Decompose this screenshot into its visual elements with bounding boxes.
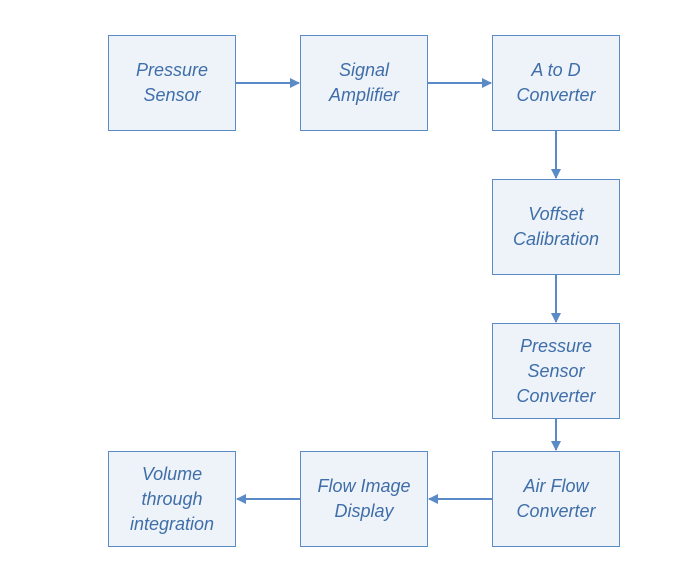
node-label: Voffset Calibration — [512, 204, 600, 249]
node-signal-amplifier: Signal Amplifier — [300, 35, 428, 131]
node-label: Pressure Sensor Converter — [516, 335, 596, 406]
node-flow-image-display: Flow Image Display — [300, 451, 428, 547]
node-label: A to D Converter — [516, 60, 596, 105]
node-volume-through-integration: Volume through integration — [108, 451, 236, 547]
node-voffset-calibration: Voffset Calibration — [492, 179, 620, 275]
node-pressure-sensor-converter: Pressure Sensor Converter — [492, 323, 620, 419]
node-label: Signal Amplifier — [328, 60, 399, 105]
node-label: Air Flow Converter — [516, 476, 596, 521]
node-label: Flow Image Display — [317, 476, 411, 521]
node-a-to-d-converter: A to D Converter — [492, 35, 620, 131]
node-air-flow-converter: Air Flow Converter — [492, 451, 620, 547]
node-label: Volume through integration — [129, 463, 215, 534]
node-pressure-sensor: Pressure Sensor — [108, 35, 236, 131]
node-label: Pressure Sensor — [135, 60, 209, 105]
